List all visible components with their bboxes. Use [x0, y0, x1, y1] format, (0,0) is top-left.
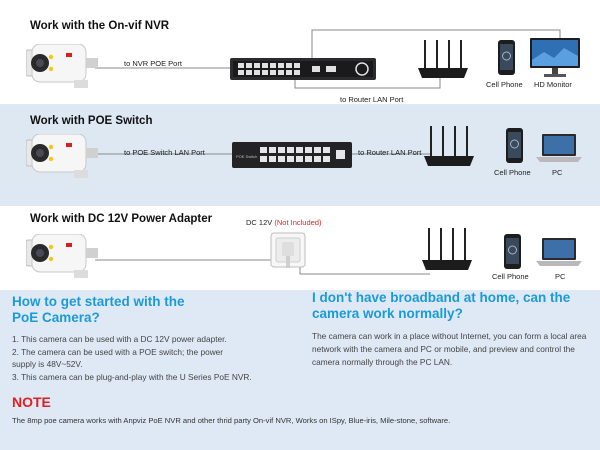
- heading-broadband: I don't have broadband at home, can the …: [312, 290, 597, 322]
- cell-phone-icon: [506, 128, 523, 163]
- heading-get-started: How to get started with the PoE Camera?: [12, 294, 282, 326]
- label-hd-monitor: HD Monitor: [534, 80, 572, 89]
- list-item: 1. This camera can be used with a DC 12V…: [12, 334, 227, 344]
- cell-phone-icon: [498, 40, 515, 75]
- router-icon: [424, 126, 474, 166]
- label-pc-2: PC: [555, 272, 566, 281]
- router-icon: [422, 228, 472, 270]
- note-body: The 8mp poe camera works with Anpviz PoE…: [12, 416, 451, 425]
- label-router-lan-2: to Router LAN Port: [358, 148, 422, 157]
- label-router-lan-1: to Router LAN Port: [340, 95, 404, 104]
- list-item: supply is 48V~52V.: [12, 359, 83, 369]
- label-cell-phone-1: Cell Phone: [486, 80, 523, 89]
- title-poe-switch: Work with POE Switch: [30, 115, 153, 127]
- laptop-pc-icon: [536, 238, 582, 266]
- heading-broadband-line1: I don't have broadband at home, can the: [312, 290, 571, 305]
- bullet-camera-icon: [26, 134, 98, 178]
- title-nvr: Work with the On-vif NVR: [30, 20, 170, 32]
- label-cell-phone-2: Cell Phone: [494, 168, 531, 177]
- router-icon: [418, 40, 468, 78]
- label-poe-switch-lan: to POE Switch LAN Port: [124, 148, 205, 157]
- title-dc-adapter: Work with DC 12V Power Adapter: [30, 213, 213, 225]
- bullet-camera-icon: [26, 44, 98, 88]
- label-cell-phone-3: Cell Phone: [492, 272, 529, 281]
- heading-get-started-line1: How to get started with the: [12, 294, 185, 309]
- dc-12v-text: DC 12V: [246, 218, 273, 227]
- get-started-list: 1. This camera can be used with a DC 12V…: [12, 333, 302, 383]
- label-pc-1: PC: [552, 168, 563, 177]
- bullet-camera-icon: [26, 234, 98, 278]
- nvr-recorder-icon: [230, 58, 376, 80]
- laptop-pc-icon: [536, 134, 582, 162]
- hd-monitor-icon: [530, 38, 580, 77]
- list-item: 3. This camera can be plug-and-play with…: [12, 371, 252, 382]
- cell-phone-icon: [504, 234, 521, 269]
- heading-get-started-line2: PoE Camera?: [12, 310, 100, 325]
- broadband-body: The camera can work in a place without I…: [312, 331, 587, 367]
- label-dc-12v: DC 12V (Not Included): [246, 218, 321, 227]
- info-section: [0, 290, 600, 450]
- poe-switch-icon: POE Switch: [232, 142, 352, 168]
- heading-broadband-line2: camera work normally?: [312, 306, 463, 321]
- switch-brand-text: POE Switch: [236, 154, 257, 159]
- not-included-text: (Not Included): [274, 218, 322, 227]
- list-item: 2. The camera can be used with a POE swi…: [12, 346, 224, 357]
- power-outlet-icon: [270, 232, 306, 268]
- note-heading: NOTE: [12, 394, 51, 410]
- label-nvr-poe-port: to NVR POE Port: [124, 59, 182, 68]
